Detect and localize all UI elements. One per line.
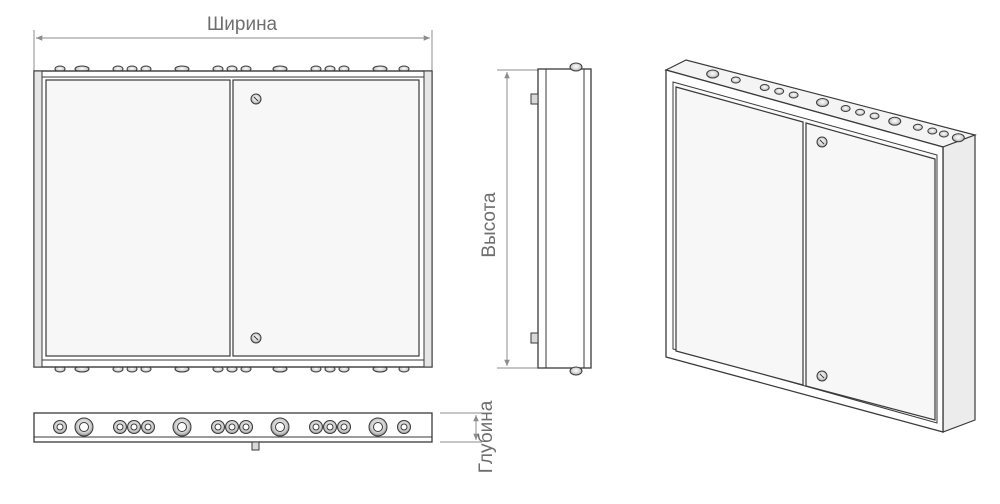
bottom-glands	[53, 417, 411, 437]
cable-gland-icon	[938, 130, 949, 138]
height-label: Высота	[479, 192, 500, 258]
cable-gland-core	[116, 423, 124, 431]
cable-gland-icon	[927, 127, 938, 135]
cable-gland-icon	[706, 69, 720, 79]
width-dimension: Ширина	[33, 14, 433, 74]
cable-gland-core	[275, 422, 285, 432]
cable-gland-icon	[869, 112, 880, 120]
lock-icon	[250, 332, 262, 344]
lock-icon	[816, 136, 828, 148]
cable-gland-icon	[759, 84, 770, 91]
cable-gland-core	[130, 423, 138, 431]
cable-gland-icon	[855, 108, 866, 116]
front-view: Ширина	[33, 14, 433, 373]
iso-top-glands	[706, 69, 965, 143]
front-left-door	[45, 79, 231, 357]
side-latch	[530, 93, 539, 105]
cable-gland-core	[214, 423, 222, 431]
lock-icon	[816, 370, 828, 382]
bottom-latch	[251, 441, 260, 451]
cable-gland-core	[228, 423, 236, 431]
cable-gland-icon	[951, 133, 965, 143]
cable-gland-core	[312, 423, 320, 431]
cable-gland-icon	[888, 116, 902, 126]
side-bottom-gland	[569, 366, 583, 376]
cable-gland-core	[144, 423, 152, 431]
cable-gland-icon	[774, 87, 785, 95]
lock-icon	[250, 93, 262, 105]
iso-right-door	[805, 122, 936, 421]
cable-gland-icon	[840, 105, 851, 112]
cable-gland-core	[373, 422, 383, 432]
side-body	[537, 68, 592, 369]
cable-gland-icon	[788, 91, 799, 99]
cable-gland-core	[326, 423, 334, 431]
width-label: Ширина	[207, 14, 278, 35]
cable-gland-core	[79, 422, 89, 432]
cable-gland-icon	[912, 123, 923, 131]
depth-label: Глубина	[476, 400, 497, 473]
cabinet-left-wall	[33, 70, 43, 368]
iso-side-face	[942, 134, 976, 433]
cabinet-right-wall	[423, 70, 433, 368]
cable-gland-core	[56, 423, 64, 431]
cable-gland-core	[177, 422, 187, 432]
bottom-view: Глубина	[33, 400, 497, 473]
side-latch	[530, 332, 539, 344]
front-right-door	[232, 79, 420, 357]
cable-gland-icon	[730, 76, 741, 84]
depth-dimension: Глубина	[440, 400, 497, 473]
height-dimension: Высота	[479, 69, 540, 369]
side-top-gland	[569, 62, 583, 72]
cable-gland-core	[340, 423, 348, 431]
cable-gland-core	[242, 423, 250, 431]
side-view: Высота	[479, 62, 592, 376]
iso-left-door	[675, 86, 804, 386]
cable-gland-icon	[816, 98, 829, 107]
cable-gland-core	[400, 423, 408, 431]
isometric-view	[664, 59, 977, 433]
